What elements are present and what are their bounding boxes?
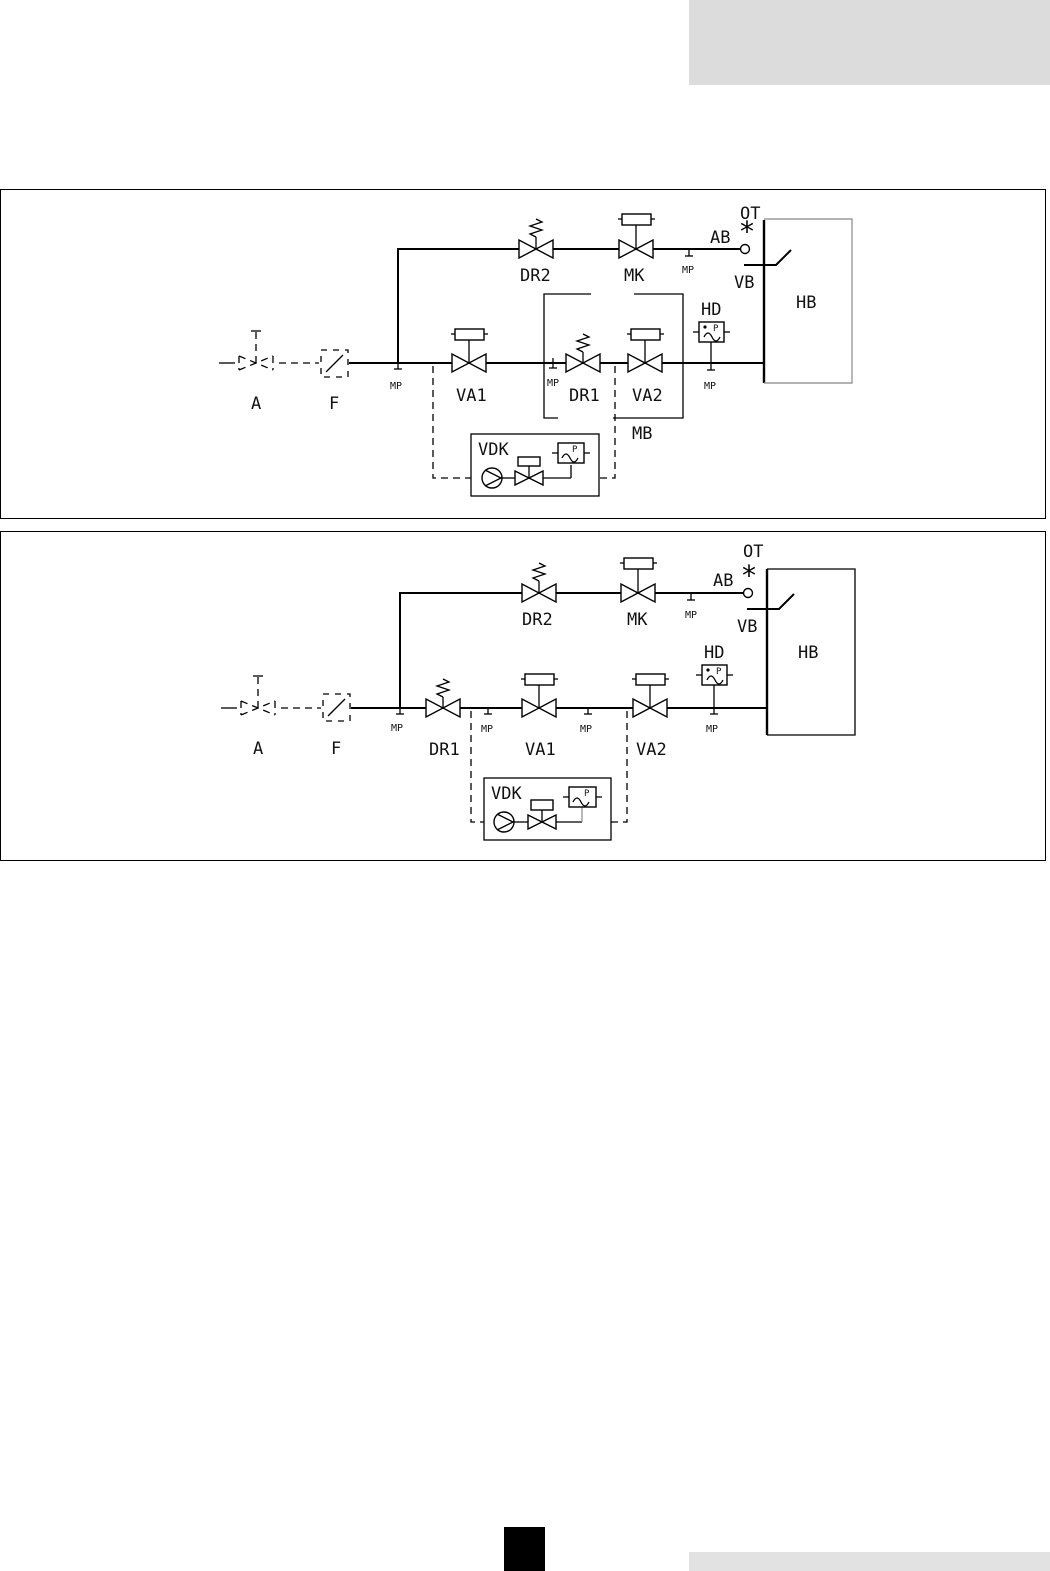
measuring-point-4 bbox=[710, 708, 718, 715]
solenoid-valve-mk bbox=[618, 213, 655, 260]
hd-p-mark: P bbox=[713, 324, 719, 334]
pressure-regulator-dr2 bbox=[521, 562, 557, 604]
manual-valve-a bbox=[219, 330, 319, 371]
main-burner-hb bbox=[764, 218, 853, 384]
label-ab: AB bbox=[710, 228, 730, 248]
main-burner-hb bbox=[767, 568, 856, 736]
label-ot: OT bbox=[743, 542, 763, 562]
label-mp-4: MP bbox=[706, 724, 718, 735]
label-va2: VA2 bbox=[632, 386, 663, 406]
label-mp-4: MP bbox=[682, 265, 694, 276]
pressure-regulator-dr1 bbox=[425, 678, 461, 719]
label-mk: MK bbox=[627, 610, 648, 630]
measuring-point-2 bbox=[549, 358, 557, 369]
measuring-point-1 bbox=[396, 708, 404, 715]
measuring-point-3 bbox=[707, 363, 715, 371]
label-mp-2: MP bbox=[481, 724, 493, 735]
label-mp-2: MP bbox=[547, 378, 559, 389]
label-vb: VB bbox=[734, 273, 754, 293]
measuring-point-2 bbox=[484, 708, 492, 715]
pressure-switch-hd: P bbox=[696, 664, 733, 708]
gas-train-diagram-1: A F MP VA1 MB MP DR1 VA2 bbox=[0, 189, 1046, 519]
label-hb: HB bbox=[796, 293, 816, 313]
label-ot: OT bbox=[740, 204, 760, 224]
solenoid-valve-va2 bbox=[632, 673, 669, 719]
measuring-point-5 bbox=[687, 593, 695, 601]
solenoid-valve-va2 bbox=[627, 328, 664, 374]
label-hb: HB bbox=[798, 643, 818, 663]
label-f: F bbox=[331, 739, 341, 759]
measuring-point-4 bbox=[685, 249, 693, 257]
footer-gray-bar bbox=[689, 1552, 1050, 1571]
manual-valve-a bbox=[221, 675, 321, 716]
label-mp-1: MP bbox=[391, 723, 403, 734]
label-dr2: DR2 bbox=[520, 266, 551, 286]
label-dr1: DR1 bbox=[429, 740, 460, 760]
multiblock-bracket-left bbox=[543, 293, 591, 419]
label-f: F bbox=[329, 394, 339, 414]
label-mp-5: MP bbox=[685, 610, 697, 621]
label-mp-3: MP bbox=[580, 724, 592, 735]
gas-train-diagram-2: A F MP DR1 MP VA1 MP VA2 bbox=[0, 531, 1046, 861]
diagram-2-svg: A F MP DR1 MP VA1 MP VA2 bbox=[221, 542, 856, 841]
header-gray-box bbox=[689, 0, 1050, 85]
ignition-burner-vb bbox=[747, 593, 795, 610]
label-hd: HD bbox=[701, 300, 721, 320]
label-ab: AB bbox=[713, 571, 733, 591]
pressure-regulator-dr1 bbox=[565, 333, 601, 374]
label-mp-1: MP bbox=[390, 381, 402, 392]
pressure-regulator-dr2 bbox=[518, 218, 554, 260]
pressure-switch-hd: P bbox=[693, 321, 730, 363]
hd-p-mark: P bbox=[716, 667, 722, 677]
label-va2: VA2 bbox=[636, 740, 667, 760]
label-mb: MB bbox=[632, 424, 652, 444]
label-hd: HD bbox=[704, 643, 724, 663]
vdk-dashed-right bbox=[599, 366, 616, 479]
label-va1: VA1 bbox=[525, 740, 556, 760]
measuring-point-3 bbox=[584, 708, 592, 715]
solenoid-valve-va1 bbox=[451, 328, 488, 374]
vdk-p-mark: P bbox=[584, 789, 590, 799]
label-a: A bbox=[253, 739, 263, 759]
ignition-burner-vb bbox=[744, 249, 792, 266]
measuring-point-1 bbox=[394, 363, 402, 370]
diagram-1-svg: A F MP VA1 MB MP DR1 VA2 bbox=[219, 204, 853, 497]
label-mp-3: MP bbox=[704, 381, 716, 392]
label-vb: VB bbox=[737, 617, 757, 637]
ignition-outlet-ab bbox=[742, 587, 754, 599]
label-mk: MK bbox=[624, 266, 645, 286]
flame-star-icon: * bbox=[740, 215, 754, 248]
page-number-marker bbox=[504, 1527, 545, 1571]
valve-proving-vdk: P bbox=[483, 777, 612, 841]
valve-proving-vdk: P bbox=[470, 433, 600, 497]
label-vdk: VDK bbox=[491, 784, 522, 804]
multiblock-bracket-right bbox=[613, 293, 684, 419]
vdk-dashed-left bbox=[470, 711, 484, 823]
label-dr2: DR2 bbox=[522, 610, 553, 630]
filter-f bbox=[322, 693, 351, 722]
vdk-dashed-right bbox=[611, 711, 628, 823]
label-a: A bbox=[251, 394, 261, 414]
filter-f bbox=[320, 349, 349, 378]
label-dr1: DR1 bbox=[569, 386, 600, 406]
label-va1: VA1 bbox=[456, 386, 487, 406]
vdk-p-mark: P bbox=[572, 445, 578, 455]
label-vdk: VDK bbox=[478, 440, 509, 460]
ignition-outlet-ab bbox=[739, 243, 751, 255]
flame-star-icon: * bbox=[742, 559, 756, 592]
vdk-dashed-left bbox=[432, 366, 471, 479]
solenoid-valve-va1 bbox=[521, 673, 558, 719]
solenoid-valve-mk bbox=[620, 557, 657, 604]
